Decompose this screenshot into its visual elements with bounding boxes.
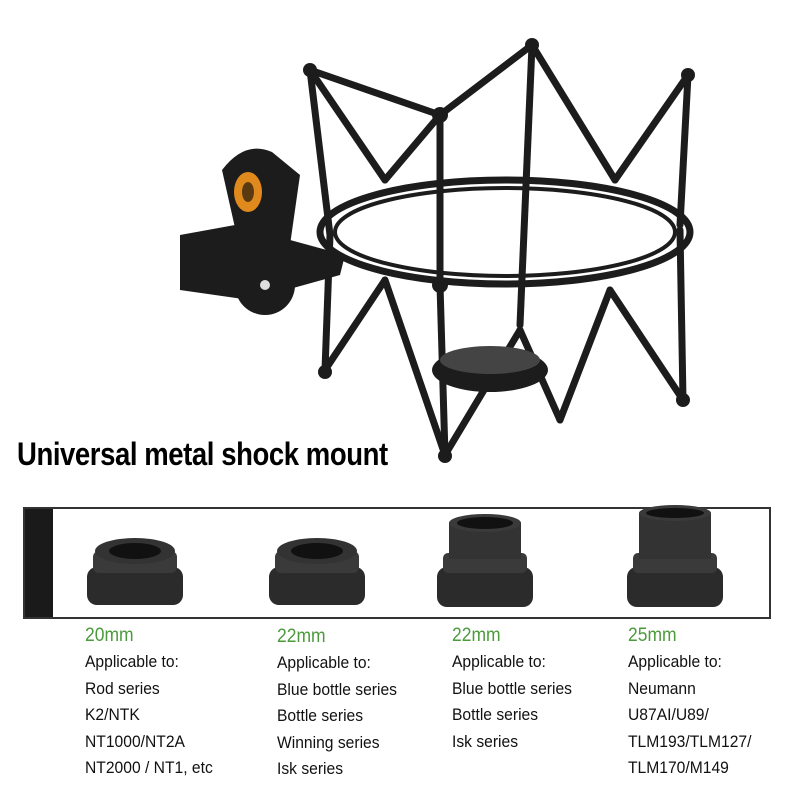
compat-line: Neumann <box>628 678 696 698</box>
adapter-showcase <box>23 505 771 619</box>
compat-line: Blue bottle series <box>277 679 397 699</box>
compat-line: U87AI/U89/ <box>628 705 709 724</box>
compat-line: NT1000/NT2A <box>85 731 185 751</box>
compat-line: Bottle series <box>452 705 539 724</box>
compat-line: Isk series <box>277 759 344 778</box>
compat-line: Bottle series <box>277 706 364 725</box>
compat-line: K2/NTK <box>85 705 140 724</box>
size-label: 22mm <box>452 625 501 646</box>
size-label: 25mm <box>628 625 677 646</box>
adapter-25mm-image <box>627 505 723 607</box>
compat-line: Rod series <box>85 678 160 698</box>
page-title: Universal metal shock mount <box>17 436 388 472</box>
compat-line: TLM170/M149 <box>628 758 729 777</box>
adapter-20mm-image <box>87 538 183 605</box>
size-label: 20mm <box>85 625 134 646</box>
compat-line: Winning series <box>277 732 380 752</box>
adapter-spec-25mm: 25mm Applicable to: Neumann U87AI/U89/ T… <box>628 623 751 782</box>
compat-line: NT2000 / NT1, etc <box>85 758 213 777</box>
applicable-heading: Applicable to: <box>277 653 371 672</box>
compat-line: TLM193/TLM127/ <box>628 731 752 751</box>
decorative-bar <box>25 509 53 617</box>
applicable-heading: Applicable to: <box>452 652 546 671</box>
size-label: 22mm <box>277 626 326 647</box>
compat-line: Isk series <box>452 731 519 751</box>
adapter-spec-22mm-a: 22mm Applicable to: Blue bottle series B… <box>277 624 397 783</box>
applicable-heading: Applicable to: <box>85 652 179 671</box>
adapter-22mm-short-image <box>269 538 365 605</box>
adapter-spec-20mm: 20mm Applicable to: Rod series K2/NTK NT… <box>85 623 213 782</box>
compat-line: Blue bottle series <box>452 678 572 698</box>
applicable-heading: Applicable to: <box>628 652 722 671</box>
shock-mount-image <box>180 38 695 463</box>
adapter-spec-22mm-b: 22mm Applicable to: Blue bottle series B… <box>452 623 572 755</box>
adapter-22mm-tall-image <box>437 514 533 607</box>
